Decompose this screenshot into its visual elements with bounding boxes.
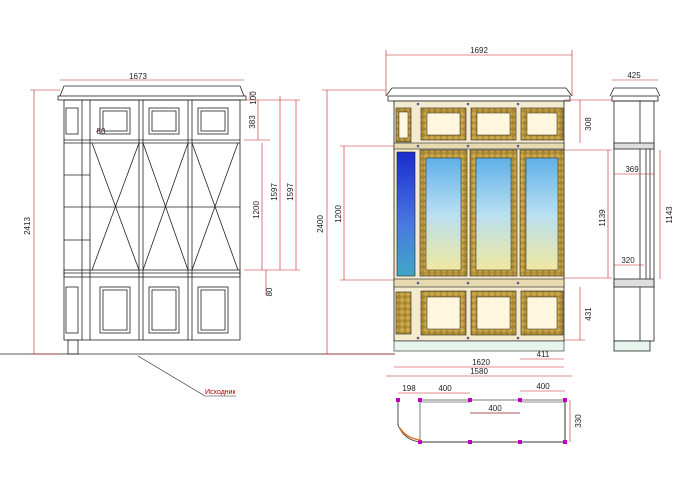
- center-height-label: 2400: [316, 215, 325, 233]
- plan-dimensions: [386, 375, 572, 442]
- left-inner-label: 80: [97, 127, 106, 136]
- center-glass-label: 1139: [598, 209, 607, 227]
- left-cornice-label: 100: [249, 91, 258, 105]
- left-height-label: 2413: [23, 217, 32, 235]
- center-middle-label: 1200: [334, 205, 343, 223]
- source-note-label: Исходник: [205, 389, 237, 396]
- center-elevation: [385, 87, 573, 352]
- plan-segment-b-label: 400: [488, 404, 502, 413]
- center-base-label: 1620: [472, 358, 490, 367]
- plan-segment-a-label: 400: [438, 384, 452, 393]
- left-full-label: 1597: [286, 183, 295, 201]
- center-upper-label: 308: [584, 117, 593, 131]
- left-width-label: 1673: [129, 72, 147, 81]
- side-middle-label: 1143: [665, 206, 674, 224]
- center-lower-label: 431: [584, 307, 593, 321]
- left-gap-label: 80: [265, 287, 274, 296]
- plan-overall-label: 1580: [470, 367, 488, 376]
- plan-view: [396, 398, 567, 444]
- note-leader-line: [137, 355, 206, 397]
- side-view: [609, 87, 661, 352]
- left-upper-label: 383: [248, 115, 257, 129]
- plan-depth-label: 330: [574, 414, 583, 428]
- left-dimensions: [30, 79, 300, 355]
- side-depth-label: 425: [627, 71, 641, 80]
- left-middle-label: 1200: [252, 201, 261, 219]
- center-width-label: 1692: [470, 46, 488, 55]
- side-lower-label: 320: [621, 256, 635, 265]
- center-dimensions: [322, 50, 612, 368]
- side-dimensions: [612, 79, 661, 279]
- left-elevation: [57, 85, 247, 355]
- left-middle-full-label: 1597: [270, 183, 279, 201]
- plan-segment-c-label: 400: [536, 382, 550, 391]
- plan-left-label: 198: [402, 384, 416, 393]
- center-offset-label: 411: [537, 350, 550, 359]
- side-inner-label: 369: [625, 165, 639, 174]
